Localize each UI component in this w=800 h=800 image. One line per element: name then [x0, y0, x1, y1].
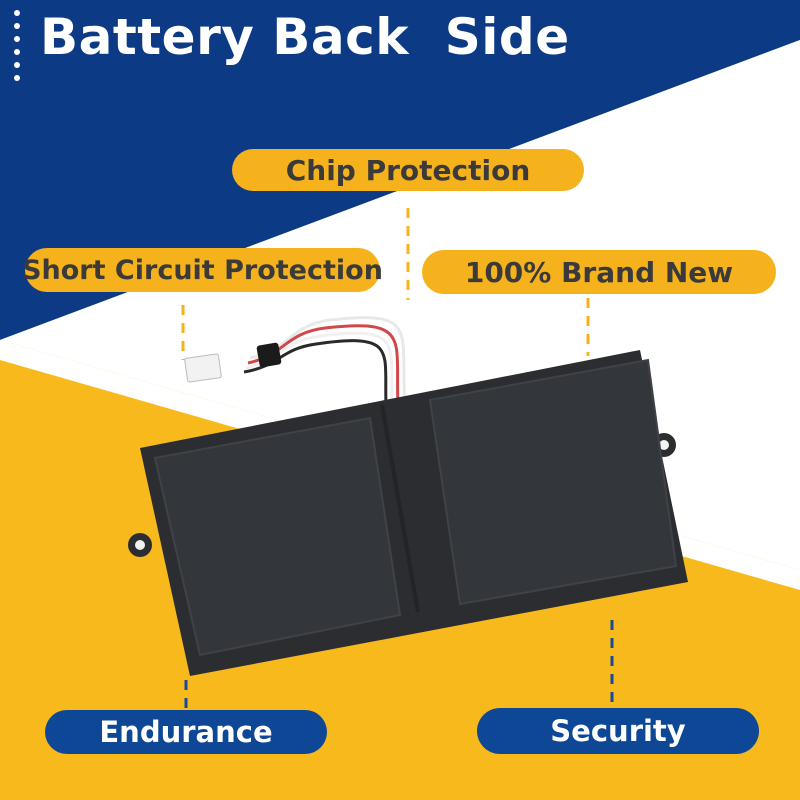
decorative-dots — [14, 10, 22, 88]
battery-connector — [184, 353, 222, 383]
endurance-label: Endurance — [45, 710, 327, 754]
page-title: Battery Back Side — [40, 8, 570, 66]
brand-new-label: 100% Brand New — [422, 250, 776, 294]
chip-protection-label: Chip Protection — [232, 149, 584, 191]
short-circuit-protection-label: Short Circuit Protection — [22, 248, 383, 292]
security-label: Security — [477, 708, 759, 754]
